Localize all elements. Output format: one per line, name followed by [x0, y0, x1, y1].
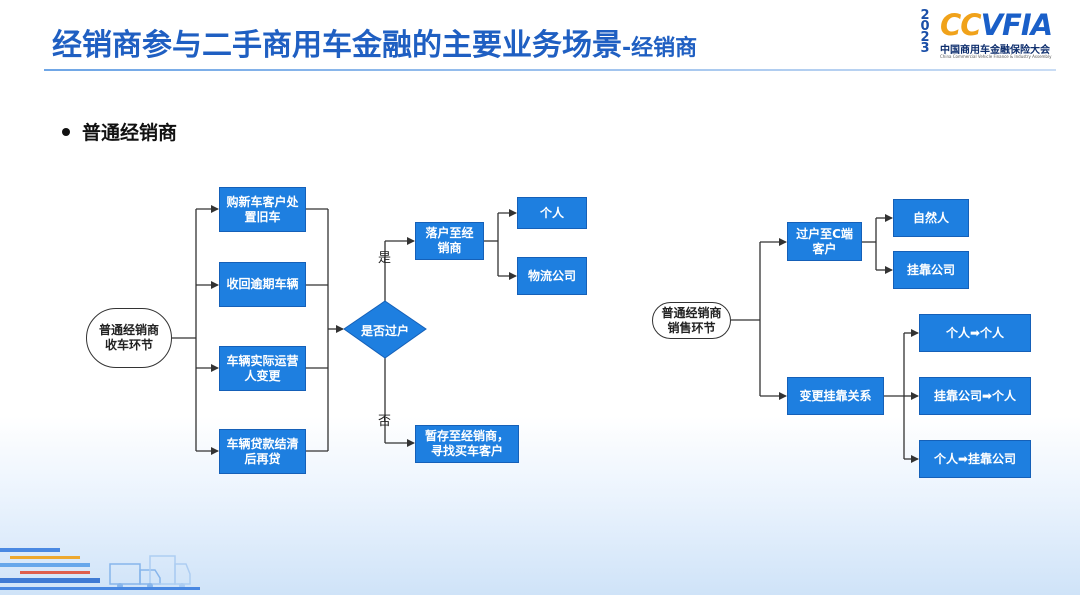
logo-brand-a: CC [940, 8, 982, 42]
decision-diamond [343, 300, 427, 359]
logo-cn-name: 中国商用车金融保险大会 [940, 45, 1050, 56]
title-suffix: -经销商 [622, 36, 698, 61]
page-title: 经销商参与二手商用车金融的主要业务场景-经销商 [52, 20, 697, 64]
source-node-repossessed: 收回逾期车辆 [219, 262, 306, 307]
branch-transfer-to-consumer: 过户至C端客户 [787, 222, 862, 261]
logo-brand-b: VFIA [980, 8, 1053, 42]
yes-child-logistics: 物流公司 [517, 257, 587, 295]
right-root-node: 普通经销商销售环节 [652, 302, 731, 339]
yes-child-individual: 个人 [517, 197, 587, 229]
yes-target-node: 落户至经销商 [415, 222, 484, 260]
conference-logo: 2023 CCVFIA 中国商用车金融保险大会 China Commercial… [914, 8, 1074, 59]
source-node-reloan: 车辆贷款结清后再贷 [219, 429, 306, 474]
no-target-node: 暂存至经销商，寻找买车客户 [415, 425, 519, 463]
branch-a-child-affiliate-company: 挂靠公司 [893, 251, 969, 289]
no-edge-label: 否 [378, 414, 392, 429]
section-heading-text: 普通经销商 [82, 122, 178, 144]
bullet-dot-icon [62, 127, 70, 136]
branch-b-child-person-to-person: 个人➡个人 [919, 314, 1031, 352]
source-node-operator-change: 车辆实际运营人变更 [219, 346, 306, 391]
decision-label: 是否过户 [360, 323, 409, 338]
branch-b-child-person-to-company: 个人➡挂靠公司 [919, 440, 1031, 478]
logo-brand: CCVFIA [940, 8, 1053, 42]
left-root-node: 普通经销商收车环节 [86, 308, 172, 368]
title-main: 经销商参与二手商用车金融的主要业务场景 [52, 28, 622, 63]
title-divider [44, 69, 1056, 71]
source-node-new-car-trade-in: 购新车客户处置旧车 [219, 187, 306, 232]
branch-a-child-natural-person: 自然人 [893, 199, 969, 237]
truck-illustration-icon [0, 548, 200, 590]
branch-change-affiliation: 变更挂靠关系 [787, 377, 884, 415]
logo-en-name: China Commercial Vehicle Finance & Indus… [940, 54, 1052, 59]
yes-edge-label: 是 [378, 251, 392, 266]
section-heading: 普通经销商 [62, 118, 177, 145]
logo-year: 2023 [920, 8, 930, 56]
branch-b-child-company-to-person: 挂靠公司➡个人 [919, 377, 1031, 415]
